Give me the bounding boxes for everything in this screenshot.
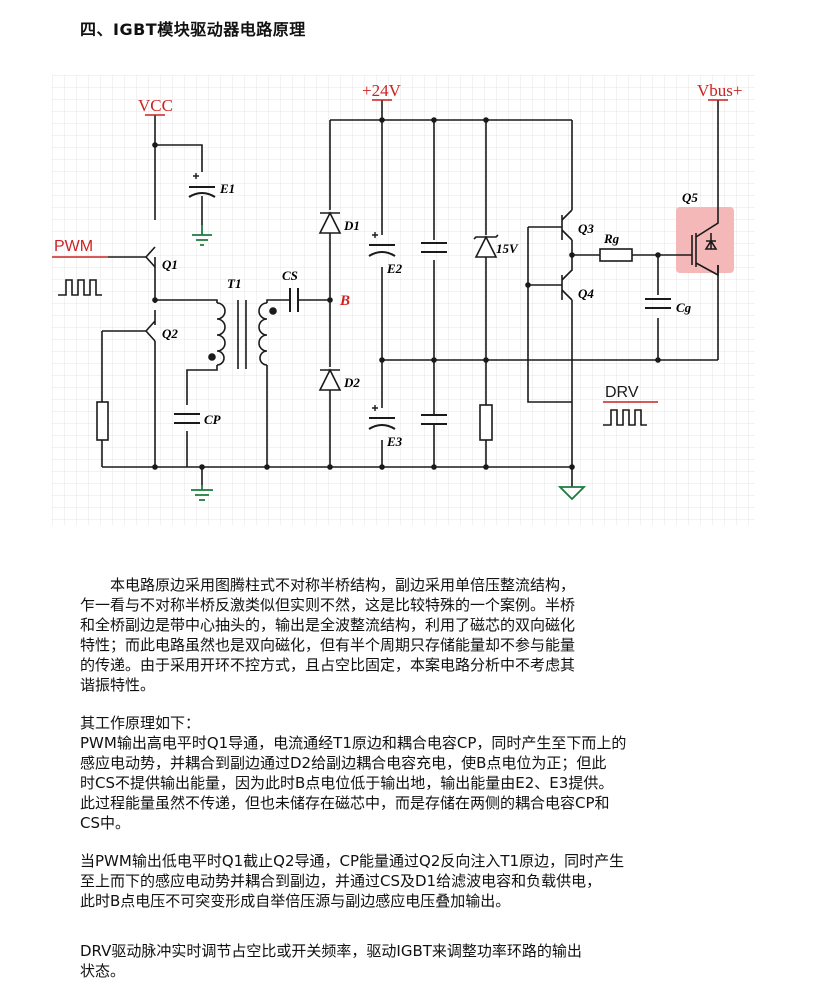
label-q2: Q2 [162, 326, 178, 341]
paragraph-line: DRV驱动脉冲实时调节占空比或开关频率，驱动IGBT来调整功率环路的输出 [80, 942, 582, 960]
junction-dots [152, 117, 661, 470]
label-15v: 15V [496, 241, 519, 256]
d1-diode [318, 211, 342, 234]
paragraph-line: 时CS不提供输出能量，因为此时B点电位低于输出地，输出能量由E2、E3提供。 [80, 774, 614, 792]
label-e1: E1 [219, 181, 235, 196]
paragraph-line: 至上而下的感应电动势并耦合到副边，并通过CS及D1给滤波电容和负载供电， [80, 872, 602, 890]
zener-15v [473, 234, 499, 258]
label-q1: Q1 [162, 257, 178, 272]
label-plus24: +24V [362, 81, 402, 100]
label-e2: E2 [386, 261, 403, 276]
e1-capacitor [188, 173, 216, 198]
paragraph-line: 和全桥副边是带中心抽头的，输出是全波整流结构，利用了磁芯的双向磁化 [80, 616, 576, 634]
cp-capacitor [174, 413, 200, 424]
section-heading: 四、IGBT模块驱动器电路原理 [80, 20, 306, 39]
label-q3: Q3 [578, 221, 594, 236]
q5-igbt [684, 215, 719, 277]
label-d1: D1 [343, 218, 360, 233]
ground-symbol-left [191, 485, 213, 501]
label-pwm: PWM [54, 238, 93, 255]
cg-capacitor [645, 298, 671, 309]
pwm-pulse-icon [58, 279, 102, 296]
paragraph-line: CS中。 [80, 814, 130, 832]
filter-capacitor-lower [421, 414, 447, 425]
filter-capacitor-upper [421, 242, 447, 253]
paragraph-line: 感应电动势，并耦合到副边通过D2给副边耦合电容充电，使B点电位为正；但此 [80, 754, 607, 772]
e2-capacitor [368, 232, 396, 257]
label-cg: Cg [676, 300, 692, 315]
bleed-resistor [479, 404, 493, 441]
label-d2: D2 [343, 375, 360, 390]
cs-capacitor [289, 288, 299, 312]
paragraph-principle: 其工作原理如下： PWM输出高电平时Q1导通，电流通经T1原边和耦合电容CP，同… [80, 713, 740, 833]
paragraph-line: 乍一看与不对称半桥反激类似但实则不然，这是比较特殊的一个案例。半桥 [80, 596, 576, 614]
left-resistor [96, 401, 109, 441]
label-e3: E3 [386, 434, 403, 449]
paragraph-line: 谐振特性。 [80, 676, 156, 694]
paragraph-line: 状态。 [80, 962, 126, 980]
paragraph-line: 此时B点电压不可突变形成自举倍压源与副边感应电压叠加输出。 [80, 892, 511, 910]
label-q5: Q5 [682, 190, 698, 205]
paragraph-line: 此过程能量虽然不传递，但也未储存在磁芯中，而是存储在两侧的耦合电容CP和 [80, 794, 610, 812]
igbt-highlight [676, 207, 734, 273]
label-vbus: Vbus+ [697, 81, 742, 100]
paragraph-line: 本电路原边采用图腾柱式不对称半桥结构，副边采用单倍压整流结构， [110, 576, 576, 594]
paragraph-line: 特性；而此电路虽然也是双向磁化，但有半个周期只存储能量却不参与能量 [80, 636, 576, 654]
label-cs: CS [282, 268, 298, 283]
label-drv: DRV [605, 384, 639, 401]
rg-resistor [599, 248, 633, 262]
label-b: B [339, 293, 350, 309]
label-rg: Rg [603, 231, 620, 246]
paragraph-drv: DRV驱动脉冲实时调节占空比或开关频率，驱动IGBT来调整功率环路的输出 状态。 [80, 941, 740, 981]
paragraph-intro: 本电路原边采用图腾柱式不对称半桥结构，副边采用单倍压整流结构， 乍一看与不对称半… [80, 575, 740, 695]
label-q4: Q4 [578, 286, 594, 301]
drv-pulse-icon [603, 409, 647, 426]
transformer-t1 [208, 300, 277, 369]
label-vcc: VCC [138, 96, 173, 115]
paragraph-low-level: 当PWM输出低电平时Q1截止Q2导通，CP能量通过Q2反向注入T1原边，同时产生… [80, 851, 740, 911]
ground-symbol-e1 [192, 225, 212, 246]
e3-capacitor [368, 405, 396, 430]
paragraph-line: 的传递。由于采用开环不控方式，且占空比固定，本案电路分析中不考虑其 [80, 656, 576, 674]
paragraph-line: PWM输出高电平时Q1导通，电流通经T1原边和耦合电容CP，同时产生至下而上的 [80, 734, 627, 752]
label-cp: CP [204, 412, 222, 427]
paragraph-line: 当PWM输出低电平时Q1截止Q2导通，CP能量通过Q2反向注入T1原边，同时产生 [80, 852, 625, 870]
circuit-diagram: VCC +24V Vbus+ PWM DRV E1 Q1 Q2 T1 CS B … [52, 75, 755, 525]
label-t1: T1 [227, 276, 241, 291]
d2-diode [318, 368, 342, 391]
ground-symbol-right [557, 486, 587, 501]
paragraph-line: 其工作原理如下： [80, 714, 201, 732]
